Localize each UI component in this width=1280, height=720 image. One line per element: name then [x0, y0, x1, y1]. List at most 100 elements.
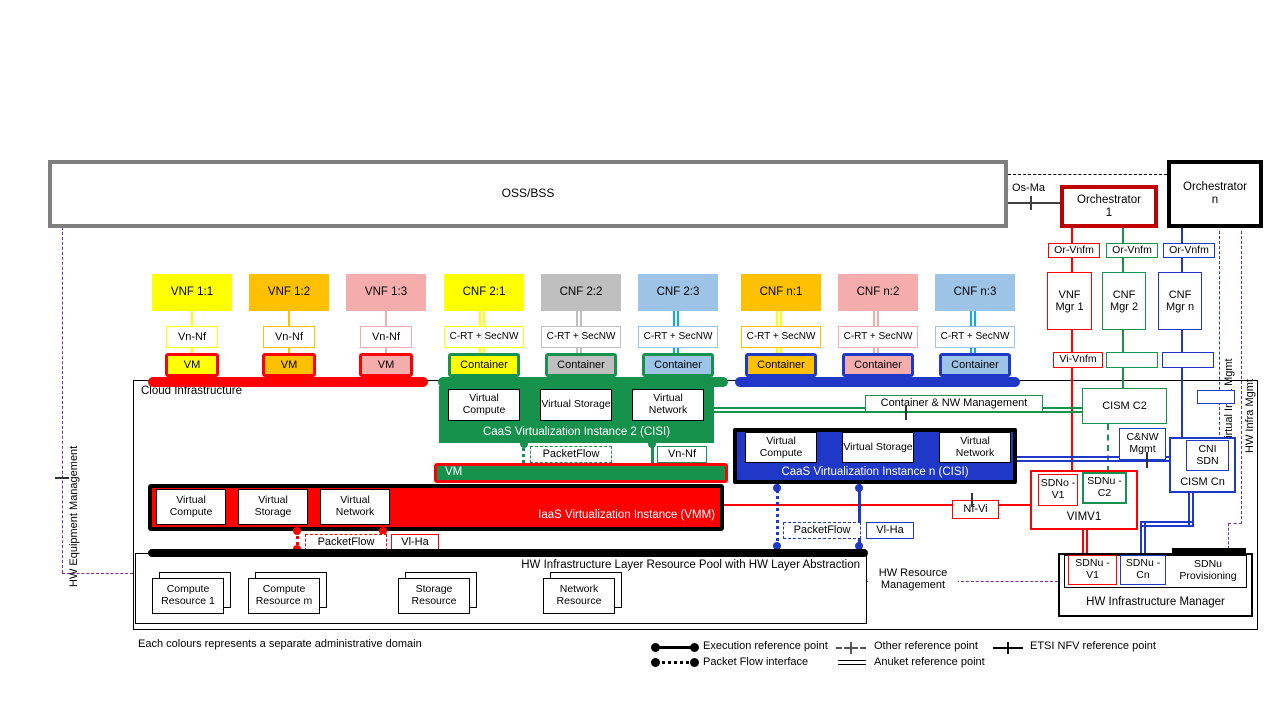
- vm-bar: VM: [434, 463, 728, 483]
- container-box: Container: [745, 353, 817, 377]
- c-rt-secnw-label: C-RT + SecNW: [444, 326, 524, 348]
- cism-cn-sdnu-cn-double-line-v2: [1140, 521, 1146, 556]
- resource-box: Compute Resource m: [248, 578, 320, 614]
- cni-sdn-box: CNI SDN: [1186, 440, 1229, 471]
- vnf-mgr-1-box: VNF Mgr 1: [1047, 272, 1092, 330]
- cism-cn-sdnu-cn-double-line-h: [1140, 521, 1194, 527]
- caas2-packetflow-label: PacketFlow: [530, 446, 612, 463]
- caasn-virtual-network-box: Virtual Network: [939, 432, 1011, 463]
- vn-nf-label: Vn-Nf: [166, 326, 218, 348]
- c-rt-secnw-label: C-RT + SecNW: [541, 326, 621, 348]
- vnfm-red-line: [1071, 228, 1073, 470]
- iaas-box: [148, 484, 724, 531]
- vim-sdnu-v1-double-line: [1082, 530, 1088, 556]
- container-box: Container: [842, 353, 914, 377]
- caas2-title: CaaS Virtualization Instance 2 (CISI): [482, 425, 671, 438]
- oss-orchestrator-dashed-line: [1008, 174, 1167, 175]
- resource-box: Network Resource: [543, 578, 615, 614]
- hw-resource-mgmt-dashed-line: [867, 581, 1058, 582]
- caasn-vlha-exec-line: [858, 484, 861, 547]
- vimv1-label: VIMV1: [1066, 510, 1102, 523]
- empty-blue-box: [1197, 390, 1235, 404]
- oss-bss-box: OSS/BSS: [48, 160, 1008, 228]
- nf-vi-label: Nf-Vi: [952, 500, 999, 519]
- caasn-packetflow-label: PacketFlow: [783, 522, 861, 539]
- nf-vi-tick: [971, 493, 973, 507]
- caasn-virtual-storage-box: Virtual Storage: [842, 432, 914, 463]
- vm-red-pedestal-bar: [148, 377, 428, 387]
- caas2-vnnf-label: Vn-Nf: [657, 446, 707, 463]
- nf-box: VNF 1:1: [152, 274, 232, 311]
- exec-endpoint-dot: [855, 484, 863, 492]
- sdnu-provisioning-bar: [1172, 548, 1246, 555]
- legend-execution-dot: [651, 643, 660, 652]
- sdnu-c2-box: SDNu -C2: [1082, 472, 1127, 504]
- c-rt-secnw-label: C-RT + SecNW: [741, 326, 821, 348]
- legend-packetflow-symbol: [655, 661, 695, 664]
- cnw-mgmt-tick: [1146, 452, 1148, 468]
- caasn-title: CaaS Virtualization Instance n (CISI): [781, 466, 969, 479]
- hw-equipment-mgmt-tick: [55, 477, 69, 479]
- legend-packetflow-label: Packet Flow interface: [703, 656, 809, 668]
- virtual-infra-mgmt-dashed-line: [1219, 231, 1220, 440]
- cnfm-blue-line: [1181, 228, 1183, 437]
- hw-equipment-mgmt-dashed-line-h: [62, 573, 133, 574]
- vi-vnfm-label: Vi-Vnfm: [1053, 352, 1103, 368]
- nf-box: VNF 1:3: [346, 274, 426, 311]
- exec-endpoint-dot: [520, 440, 528, 448]
- legend-execution-label: Execution reference point: [703, 640, 828, 652]
- legend-etsi-label: ETSI NFV reference point: [1030, 640, 1156, 652]
- os-ma-tick: [1030, 196, 1032, 210]
- vn-nf-label: Vn-Nf: [360, 326, 412, 348]
- sdno-v1-box: SDNo -V1: [1038, 474, 1078, 506]
- vm-box: VM: [165, 353, 219, 377]
- hw-abstraction-bar: [148, 549, 868, 557]
- cnf-mgr-2-box: CNF Mgr 2: [1102, 272, 1146, 330]
- caasn-packetflow-dotted-line: [776, 484, 779, 547]
- caasn-virtual-compute-box: Virtual Compute: [745, 432, 817, 463]
- resource-box: Storage Resource: [398, 578, 470, 614]
- caasn-vlha-label: Vl-Ha: [866, 522, 914, 539]
- legend-execution-dot: [690, 643, 699, 652]
- sdnu-cn-box: SDNu -Cn: [1120, 555, 1166, 585]
- cloud-infrastructure-label: Cloud Infrastructure: [141, 385, 242, 397]
- legend-other-label: Other reference point: [874, 640, 978, 652]
- hw-pool-title: HW Infrastructure Layer Resource Pool wi…: [521, 559, 860, 571]
- exec-endpoint-dot: [648, 440, 656, 448]
- hw-infra-manager-label: HW Infrastructure Manager: [1086, 595, 1225, 608]
- resource-box: Compute Resource 1: [152, 578, 224, 614]
- hw-equipment-mgmt-rail-label: HW Equipment Management: [68, 445, 80, 587]
- cnw-mgmt-box: C&NW Mgmt: [1119, 428, 1166, 460]
- vm-box: VM: [262, 353, 316, 377]
- packetflow-endpoint-dot: [773, 484, 781, 492]
- legend-anuket-label: Anuket reference point: [874, 656, 985, 668]
- c-rt-secnw-label: C-RT + SecNW: [638, 326, 718, 348]
- sdnu-v1-box: SDNu -V1: [1068, 555, 1117, 585]
- container-blue-pedestal-bar: [735, 377, 1020, 387]
- container-green-pedestal-bar: [438, 377, 728, 387]
- hw-infra-mgmt-rail-label: HW Infra Mgmt: [1244, 379, 1256, 453]
- vi-vnfm-empty-box-green: [1106, 352, 1158, 368]
- cism-c2-box: CISM C2: [1082, 388, 1167, 424]
- hw-infra-mgmt-dashed-jog-h: [1228, 523, 1242, 524]
- iaas-virtual-compute-box: Virtual Compute: [156, 489, 226, 525]
- legend-etsi-tick: [1007, 642, 1009, 654]
- or-vnfm-label-green: Or-Vnfm: [1106, 243, 1158, 258]
- caas2-virtual-network-box: Virtual Network: [632, 389, 704, 421]
- legend-packetflow-dot: [651, 658, 660, 667]
- vn-nf-label: Vn-Nf: [263, 326, 315, 348]
- or-vnfm-label-red: Or-Vnfm: [1048, 243, 1100, 258]
- virtual-infra-mgmt-rail-label: Virtual Infra Mgmt: [1223, 358, 1235, 445]
- container-nw-mgmt-label: Container & NW Management: [865, 395, 1043, 412]
- iaas-title: IaaS Virtualization Instance (VMM): [538, 509, 715, 521]
- nf-box: CNF n:1: [741, 274, 821, 311]
- packetflow-endpoint-dot: [773, 542, 781, 550]
- container-box: Container: [939, 353, 1011, 377]
- container-box: Container: [642, 353, 714, 377]
- exec-endpoint-dot: [855, 542, 863, 550]
- cism-cn-sdnu-cn-double-line-v1: [1188, 493, 1194, 527]
- legend-execution-symbol: [655, 646, 695, 649]
